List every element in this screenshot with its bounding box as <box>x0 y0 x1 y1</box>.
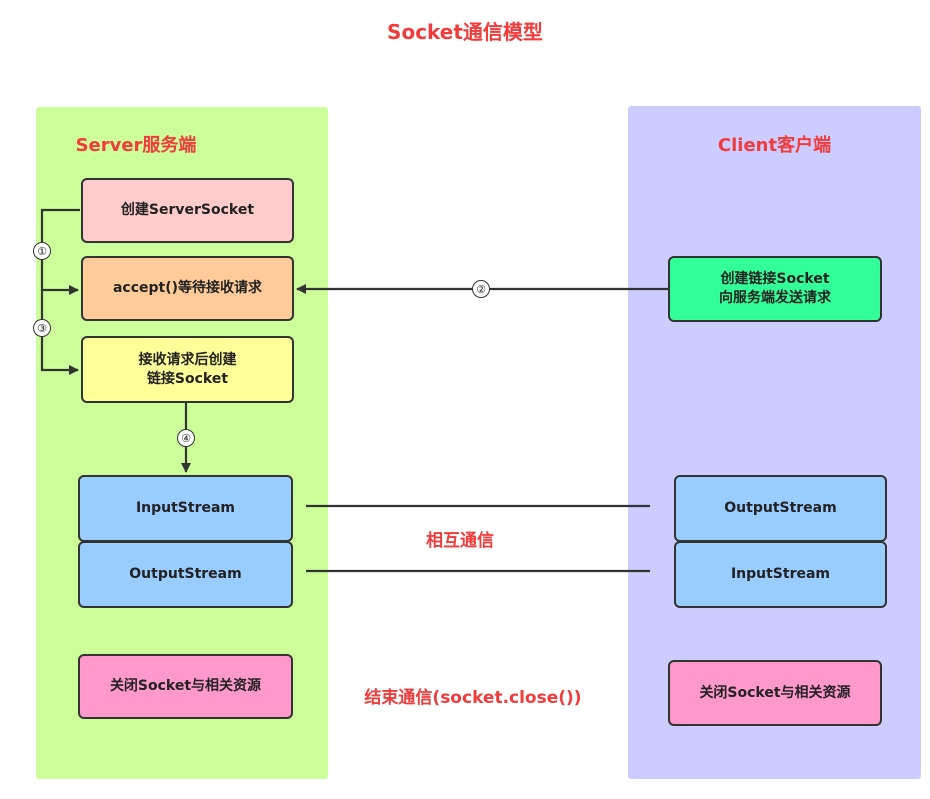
client-output-stream-box: OutputStream <box>674 475 887 542</box>
server-panel-title: Server服务端 <box>75 135 197 156</box>
step-2-marker: ② <box>472 280 490 298</box>
server-output-stream-box: OutputStream <box>78 541 293 608</box>
step-3-marker: ③ <box>33 319 51 337</box>
client-create-line1: 创建链接Socket <box>720 271 830 287</box>
accept-box: accept()等待接收请求 <box>81 256 294 321</box>
accept-connect-line1: 接收请求后创建 <box>138 351 237 368</box>
client-close-box: 关闭Socket与相关资源 <box>668 660 882 726</box>
client-create-line2: 向服务端发送请求 <box>719 290 831 306</box>
server-close-box: 关闭Socket与相关资源 <box>78 654 293 719</box>
server-input-stream-box: InputStream <box>78 475 293 542</box>
step-4-marker: ④ <box>177 429 195 447</box>
end-communication-label: 结束通信(socket.close()) <box>364 688 582 708</box>
client-create-socket-box: 创建链接Socket 向服务端发送请求 <box>668 256 882 322</box>
accept-connect-box: 接收请求后创建 链接Socket <box>81 336 294 403</box>
accept-connect-line2: 链接Socket <box>146 370 229 387</box>
client-input-stream-box: InputStream <box>674 541 887 608</box>
create-server-socket-box: 创建ServerSocket <box>81 178 294 243</box>
client-panel-title: Client客户端 <box>717 135 832 156</box>
step-1-marker: ① <box>33 242 51 260</box>
diagram-title: Socket通信模型 <box>387 20 543 44</box>
communicate-label: 相互通信 <box>426 531 494 551</box>
